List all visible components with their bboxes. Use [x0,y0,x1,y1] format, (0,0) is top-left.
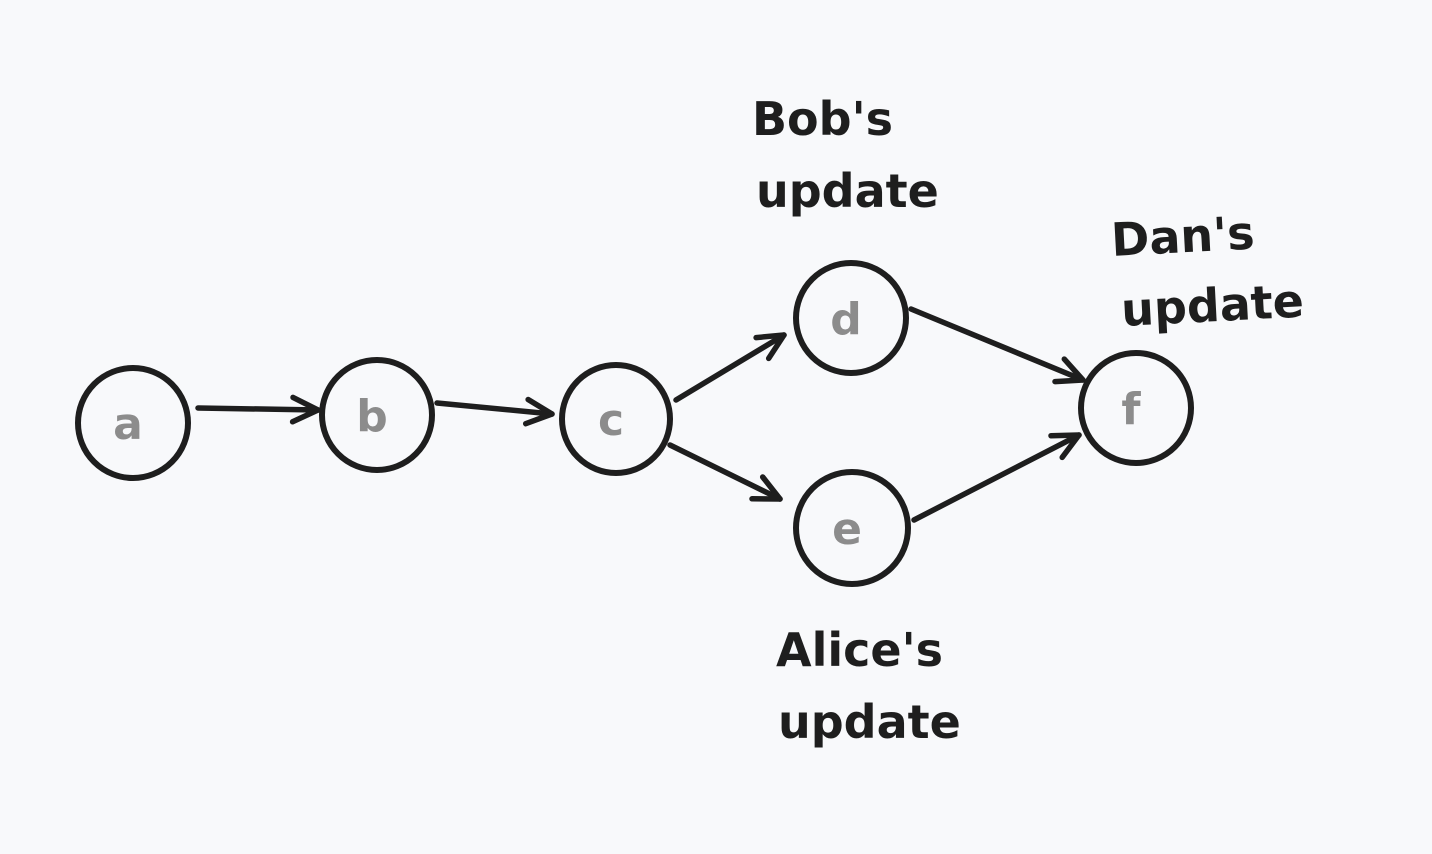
edge-line [434,400,555,417]
arrowhead-icon [753,332,787,362]
bob-annotation-line-2: update [756,164,939,218]
edges-layer [195,306,1086,523]
edge-line [673,332,787,403]
arrowhead-icon [289,394,321,425]
node-label: d [830,294,862,345]
edge-line [195,405,321,413]
node-circle [1078,350,1194,466]
bob-annotation: Bob's [752,92,893,146]
bob-annotation-line-2-text: update [756,164,939,218]
node-label: e [832,504,862,555]
edge-line [908,306,1086,383]
dan-annotation-line-2: update [1120,273,1305,336]
arrowhead-icon [1048,432,1082,461]
node-circle [793,469,911,587]
edge-b-to-c [434,396,555,427]
edge-c-to-e [667,442,783,502]
node-b: b [319,357,435,473]
node-circle [559,362,673,476]
alice-annotation-line-2: update [778,695,961,749]
dan-annotation-line-2-text: update [1120,273,1305,336]
dan-annotation: Dan's [1110,206,1256,267]
node-e: e [793,469,911,587]
alice-annotation-line-1: Alice's [776,623,943,677]
alice-annotation: Alice's [776,623,943,677]
edge-c-to-d [673,332,787,403]
dan-annotation-line-1: Dan's [1110,206,1256,267]
node-circle [75,365,191,481]
node-label: b [356,391,388,442]
bob-annotation-line-1: Bob's [752,92,893,146]
edge-d-to-f [908,306,1086,385]
alice-annotation-line-2-text: update [778,695,961,749]
edge-line [911,432,1082,523]
node-d: d [793,260,909,376]
node-circle [319,357,435,473]
arrowhead-icon [1052,356,1086,385]
node-label: a [113,399,143,450]
arrowhead-icon [749,474,783,502]
node-f: f [1078,350,1194,466]
edge-line [667,442,783,502]
node-label: c [598,395,624,446]
node-c: c [559,362,673,476]
arrowhead-icon [522,396,555,427]
node-label: f [1121,384,1141,435]
edge-e-to-f [911,432,1082,523]
nodes-layer: a b c d e f [75,260,1194,587]
node-circle [793,260,909,376]
node-a: a [75,365,191,481]
edge-a-to-b [195,394,321,425]
